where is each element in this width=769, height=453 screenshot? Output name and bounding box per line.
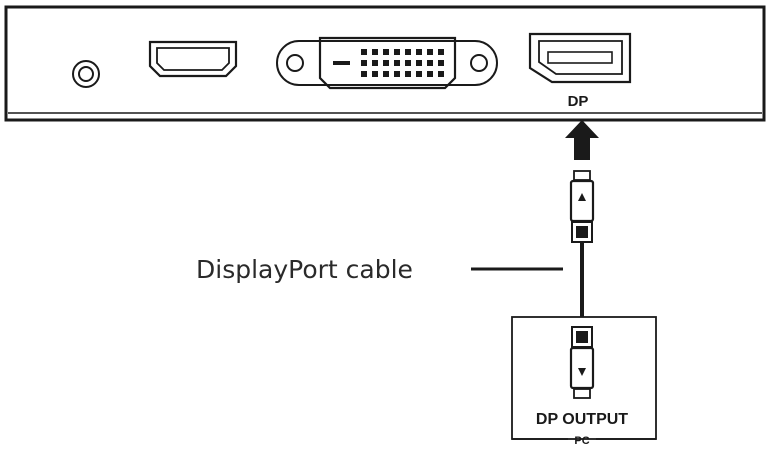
audio-jack-icon [72,60,100,88]
dvi-pin [416,49,422,55]
pc-output-box: DP OUTPUT PC [511,316,657,447]
dvi-pin [438,49,444,55]
dvi-pin [394,60,400,66]
dp-port-label: DP [568,93,589,110]
cable-label: DisplayPort cable [196,255,413,284]
dvi-pin [427,60,433,66]
dvi-port-icon [276,36,498,90]
hdmi-port-icon [148,40,238,78]
dvi-pin [427,49,433,55]
dvi-pin [383,60,389,66]
dvi-pin [405,71,411,77]
dvi-pin [383,71,389,77]
dvi-pin [394,71,400,77]
dp-output-label: DP OUTPUT [536,411,628,428]
dvi-pin [361,49,367,55]
dvi-pins [361,49,444,77]
dvi-pin [361,71,367,77]
arrow-up-icon [565,120,599,160]
dvi-pin [416,60,422,66]
dvi-pin [416,71,422,77]
monitor-panel: DP [4,5,766,122]
dvi-pin [372,49,378,55]
dvi-pin [372,60,378,66]
dvi-pin [383,49,389,55]
dvi-pin [372,71,378,77]
dvi-pin [405,49,411,55]
dvi-pin [361,60,367,66]
dvi-pin [438,60,444,66]
pc-caption: PC [574,435,589,447]
displayport-port-icon [528,32,632,84]
dvi-pin [427,71,433,77]
dvi-pin [438,71,444,77]
displayport-plug-icon-pc [569,326,595,399]
dvi-pin [405,60,411,66]
displayport-plug-icon [569,170,595,243]
dvi-pin [394,49,400,55]
